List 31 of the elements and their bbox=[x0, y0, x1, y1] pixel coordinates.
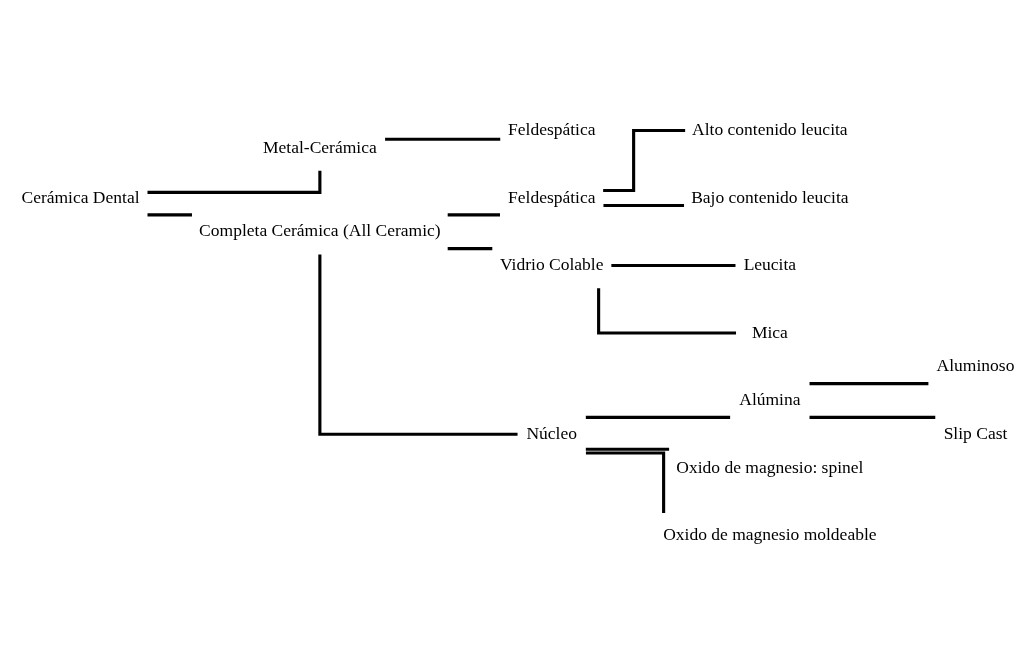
connector bbox=[385, 137, 501, 141]
connector bbox=[603, 128, 686, 193]
connector bbox=[147, 170, 322, 194]
node-text: Slip Cast bbox=[943, 422, 1008, 443]
node-text: Vidrio Colable bbox=[500, 254, 604, 275]
node-text: Núcleo bbox=[526, 422, 578, 443]
node-text: Feldespática bbox=[508, 119, 596, 140]
node-text: Completa Cerámica (All Ceramic) bbox=[199, 220, 441, 241]
connector bbox=[447, 247, 493, 251]
node-text: Aluminoso bbox=[936, 355, 1015, 376]
connector bbox=[585, 447, 670, 451]
node-text: Mica bbox=[751, 321, 788, 342]
node-text: Feldespática bbox=[508, 186, 596, 207]
node-text: Alúmina bbox=[739, 389, 801, 410]
node-text: Oxido de magnesio: spinel bbox=[676, 456, 864, 477]
connector bbox=[809, 415, 936, 419]
node-text: Metal-Cerámica bbox=[263, 136, 377, 157]
connector bbox=[611, 263, 736, 268]
connector bbox=[809, 382, 929, 386]
connector bbox=[147, 213, 192, 217]
connector bbox=[585, 415, 731, 419]
connector bbox=[585, 451, 666, 513]
node-text: Bajo contenido leucita bbox=[691, 186, 849, 207]
connector bbox=[597, 288, 737, 335]
node-text: Cerámica Dental bbox=[21, 186, 140, 207]
connector bbox=[603, 203, 685, 208]
node-text: Alto contenido leucita bbox=[692, 119, 848, 140]
node-text: Oxido de magnesio moldeable bbox=[663, 524, 877, 545]
node-text: Leucita bbox=[743, 254, 797, 275]
connector bbox=[318, 254, 518, 436]
connector bbox=[447, 213, 500, 217]
